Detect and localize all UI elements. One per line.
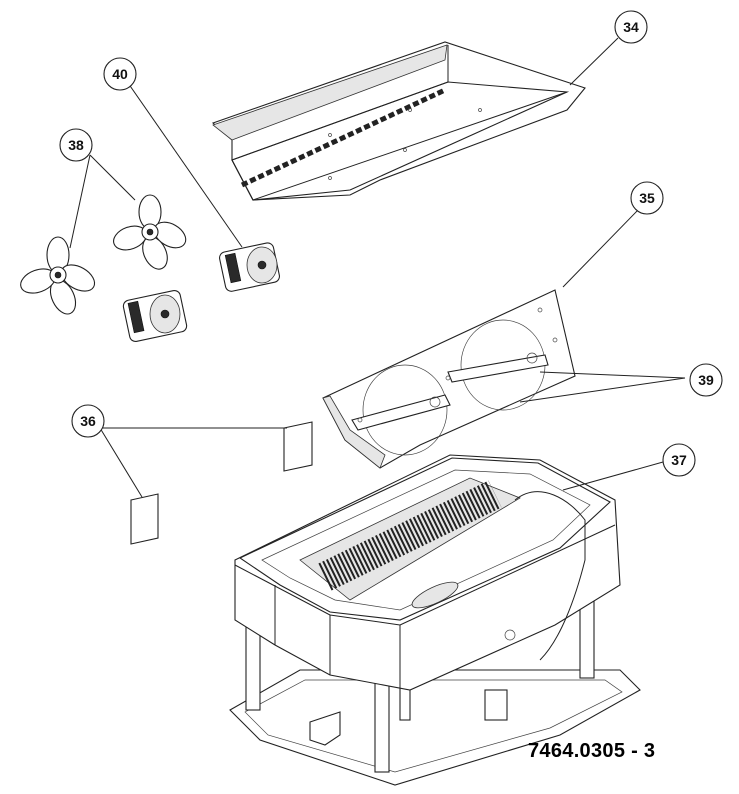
svg-text:38: 38 bbox=[68, 137, 84, 153]
callout-38: 38 bbox=[59, 128, 93, 162]
vent-slots bbox=[240, 87, 447, 188]
svg-text:40: 40 bbox=[112, 66, 128, 82]
callout-35: 35 bbox=[630, 181, 664, 215]
callout-37: 37 bbox=[662, 443, 696, 477]
callout-39: 39 bbox=[689, 363, 723, 397]
part-40-fan-motor-1 bbox=[219, 242, 281, 292]
drawing-number: 7464.0305 - 3 bbox=[528, 740, 656, 762]
svg-text:35: 35 bbox=[639, 190, 655, 206]
svg-text:36: 36 bbox=[80, 413, 96, 429]
callout-40: 40 bbox=[103, 57, 137, 91]
part-36-plates bbox=[130, 421, 313, 545]
part-35-fan-shroud bbox=[322, 289, 576, 469]
callout-34: 34 bbox=[614, 10, 648, 44]
leader-lines bbox=[69, 37, 686, 498]
part-34-top-cover bbox=[211, 41, 586, 201]
part-40-fan-motor-2 bbox=[122, 289, 188, 343]
svg-text:37: 37 bbox=[671, 452, 687, 468]
part-38-fan-blade-1 bbox=[20, 236, 96, 315]
part-38-fan-blade-2 bbox=[113, 194, 187, 270]
svg-text:39: 39 bbox=[698, 372, 714, 388]
svg-text:34: 34 bbox=[623, 19, 639, 35]
part-37-housing bbox=[229, 454, 641, 786]
callout-36: 36 bbox=[71, 404, 105, 438]
